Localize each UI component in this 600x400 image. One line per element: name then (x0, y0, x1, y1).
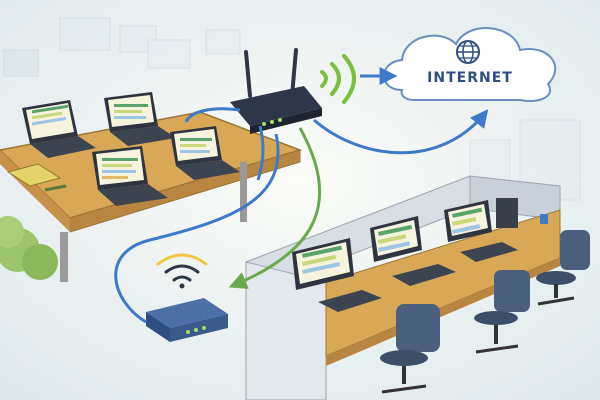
chair-2 (474, 270, 530, 354)
laptop-1 (22, 100, 96, 158)
chair-3 (536, 230, 590, 306)
workstation-1 (292, 238, 382, 312)
wireless-router-icon (230, 48, 322, 134)
chair-1 (380, 304, 440, 394)
access-point-icon (146, 298, 228, 342)
link-router-to-internet (313, 109, 489, 155)
plant (0, 216, 58, 280)
globe-icon (456, 40, 480, 64)
workstation-2 (370, 216, 456, 286)
laptop-2 (104, 92, 176, 146)
internet-label: INTERNET (427, 70, 513, 86)
link-router-to-laptops (184, 107, 265, 181)
background-wall-panels (3, 17, 581, 201)
router-wifi-signal (320, 54, 356, 104)
link-router-to-access-point-wireless (228, 127, 322, 289)
internet-cloud: INTERNET (383, 27, 557, 102)
laptop-4 (170, 126, 240, 180)
notebook (6, 163, 67, 192)
workstation-3 (444, 198, 548, 262)
laptop-3 (92, 146, 168, 206)
link-router-to-access-point-wired (114, 133, 280, 324)
access-point-wifi-signal (156, 253, 208, 289)
